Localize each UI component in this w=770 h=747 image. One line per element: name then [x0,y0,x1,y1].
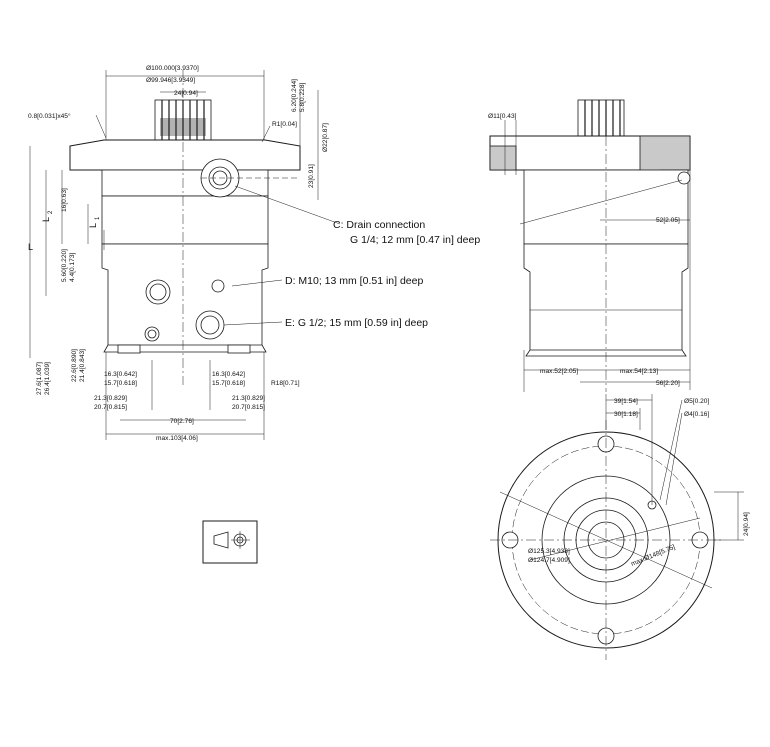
dim-l207: 20.7[0.815] [94,404,127,411]
callout-e: E: G 1/2; 15 mm [0.59 in] deep [285,317,428,329]
dim-flange-thk-min: 5.8[0.228] [299,83,306,112]
dim-226: 22.6[0.890] [71,349,78,382]
dim-side-52: 52[2.05] [656,217,680,224]
front-view: Ø100.000[3.9370] Ø99.946[3.9349] 24[0.94… [28,65,480,442]
dim-l-total: L [28,242,33,252]
dim-max52: max.52[2.05] [540,368,578,375]
projection-symbol [202,520,258,564]
dim-end-d5: Ø5[0.20] [684,398,709,405]
dim-44: 4.4[0.173] [69,253,76,282]
dim-pcd1: Ø125.3[4.933] [528,548,570,555]
dim-shaft-width: 24[0.94] [174,90,198,97]
dim-r157: 15.7[0.618] [212,380,245,387]
dim-l1: L [88,223,98,228]
dim-end-30: 30[1.18] [614,411,638,418]
port-block [101,243,269,346]
mounting-flange [69,139,301,171]
upper-housing [101,169,269,197]
dim-r163: 16.3[0.642] [212,371,245,378]
dim-l2-sub: 2 [48,210,54,214]
dim-end-39: 39[1.54] [614,398,638,405]
side-shaft [577,99,625,137]
dim-end-24: 24[0.94] [743,512,750,536]
port-d-left [145,279,171,305]
dim-chamfer: 0.8[0.031]x45° [28,112,71,120]
dim-16: 16[0.63] [61,188,68,212]
dim-flange-dia: Ø22[0.87] [322,123,329,152]
dim-w103: max.103[4.06] [156,435,198,442]
dim-276: 27.6[1.087] [36,362,43,395]
callout-c-line1: C: Drain connection [333,219,425,231]
dim-max54: max.54[2.13] [620,368,658,375]
dim-radius: R18[0.71] [271,380,300,387]
dim-l163: 16.3[0.642] [104,371,137,378]
dim-end-d4: Ø4[0.16] [684,411,709,418]
dim-l157: 15.7[0.618] [104,380,137,387]
dim-r213: 21.3[0.829] [232,395,265,402]
dim-r207: 20.7[0.815] [232,404,265,411]
dim-l2: L [41,217,51,222]
callout-c-line2: G 1/4; 12 mm [0.47 in] deep [350,234,480,246]
body-housing [101,195,269,245]
dim-264: 26.4[1.039] [44,362,51,395]
dim-560: 5.60[0.220] [61,249,68,282]
port-d-right [211,279,225,293]
callout-d: D: M10; 13 mm [0.51 in] deep [285,275,423,287]
dim-fillet: R1[0.04] [272,121,297,128]
end-view: 39[1.54] 30[1.18] Ø5[0.20] Ø4[0.16] 24[0… [490,394,750,660]
dim-side-hole: Ø11[0.43] [488,113,517,120]
dim-side-56: 56[2.20] [656,380,680,387]
dim-l1-sub: 1 [95,216,101,220]
dim-214: 21.4[0.843] [79,349,86,382]
side-view: Ø11[0.43] 52[2.05] max.52[2.05] max.54[2… [488,99,691,392]
dim-drain-offset: 23[0.91] [308,164,315,188]
dim-outer-dia-min: Ø99.946[3.9349] [146,77,195,84]
dim-flange-thk-max: 6.20[0.244] [291,79,298,112]
dim-pcd2: Ø124.7[4.909] [528,557,570,564]
dim-outer-dia: Ø100.000[3.9370] [146,65,199,72]
port-small [144,326,160,342]
dim-w70: 70[2.76] [170,418,194,425]
dim-l213: 21.3[0.829] [94,395,127,402]
